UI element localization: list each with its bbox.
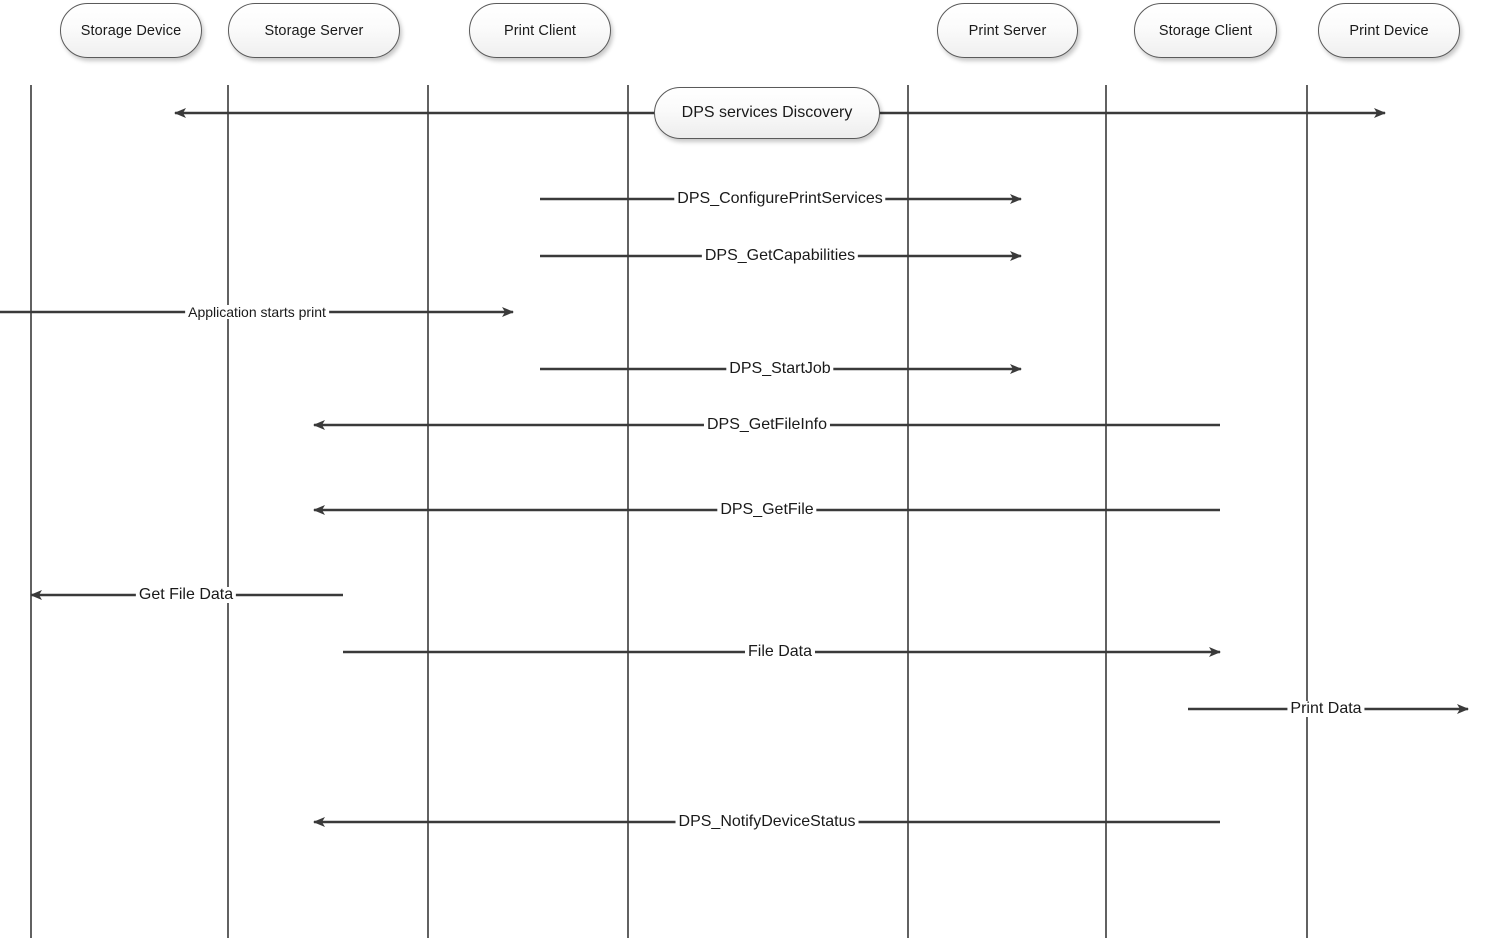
message-label-dps-notify-device-status: DPS_NotifyDeviceStatus: [675, 814, 859, 830]
message-label-dps-get-file-info: DPS_GetFileInfo: [703, 417, 831, 433]
lifeline-header-label: Storage Client: [1158, 22, 1253, 39]
lifeline-header-storage-client[interactable]: Storage Client: [1134, 3, 1277, 58]
lifeline-header-storage-server[interactable]: Storage Server: [228, 3, 400, 58]
lifeline-header-print-device[interactable]: Print Device: [1318, 3, 1460, 58]
lifeline-header-print-server[interactable]: Print Server: [937, 3, 1078, 58]
note-label: DPS services Discovery: [681, 104, 853, 121]
lifeline-header-storage-device[interactable]: Storage Device: [60, 3, 202, 58]
lifeline-header-label: Storage Device: [80, 22, 182, 39]
message-label-application-starts-print: Application starts print: [185, 305, 329, 319]
note-dps-services-discovery[interactable]: DPS services Discovery: [654, 87, 880, 139]
messages-group: [0, 108, 1469, 827]
lifeline-header-label: Print Server: [968, 22, 1047, 39]
message-label-print-data: Print Data: [1287, 701, 1365, 717]
lifeline-header-print-client[interactable]: Print Client: [469, 3, 611, 58]
message-label-dps-get-capabilities: DPS_GetCapabilities: [701, 248, 859, 264]
lifelines-group: [30, 85, 1308, 938]
message-label-dps-configure-print-services: DPS_ConfigurePrintServices: [674, 191, 886, 207]
message-label-dps-start-job: DPS_StartJob: [726, 361, 834, 377]
lifeline-header-label: Print Client: [503, 22, 577, 39]
lifeline-header-label: Storage Server: [264, 22, 364, 39]
message-label-file-data: File Data: [744, 644, 816, 660]
message-label-get-file-data: Get File Data: [135, 587, 237, 603]
lifeline-header-label: Print Device: [1349, 22, 1429, 39]
message-label-dps-get-file: DPS_GetFile: [717, 502, 817, 518]
